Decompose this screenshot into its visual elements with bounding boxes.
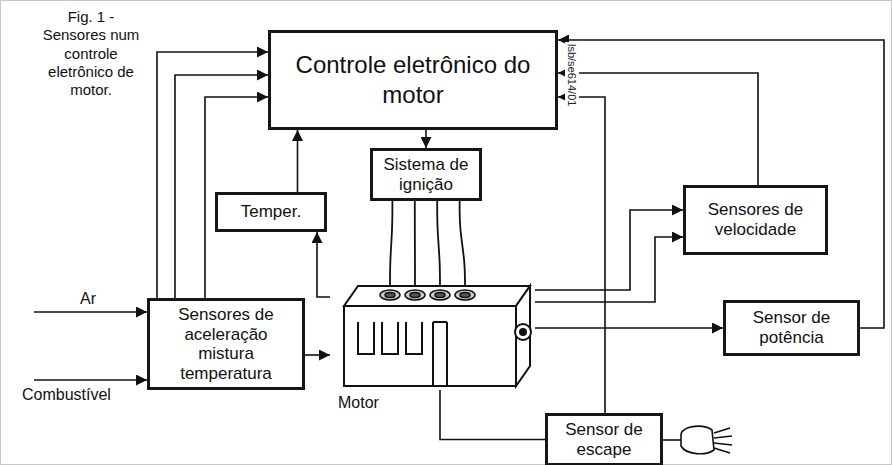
air-label: Ar [80, 290, 96, 308]
signal-arrow [317, 232, 330, 297]
node-text: Motor [338, 394, 379, 412]
signal-arrow [297, 130, 299, 192]
node-text: Sistema de ignição [379, 155, 473, 194]
signal-arrow [175, 75, 268, 298]
engine-illustration [330, 282, 535, 390]
signal-arrow [305, 354, 330, 356]
engine-side-face [516, 286, 530, 386]
fuel-inlet-arrow [34, 379, 147, 381]
signal-arrow [535, 327, 723, 329]
temperature-box: Temper. [215, 192, 327, 232]
spark-plugs [380, 290, 475, 300]
ignition-box: Sistema de ignição [370, 148, 482, 201]
node-text: Sensores de aceleração mistura temperatu… [156, 305, 296, 383]
signal-arrow [558, 97, 605, 413]
engine-shaft [520, 329, 526, 335]
signal-arrow [535, 237, 683, 302]
speed-sensor-box: Sensores de velocidade [683, 185, 828, 255]
exhaust-muffler [663, 426, 732, 454]
engine-front-face [344, 306, 516, 386]
engine-drawing: Motor [330, 282, 535, 390]
node-text: Sensor de escape [554, 420, 654, 459]
ignition-wire [390, 201, 465, 289]
node-text: Sensor de potência [732, 308, 851, 347]
fuel-label: Combustível [22, 386, 111, 404]
signal-arrow [157, 52, 268, 298]
engine-pulley [515, 324, 531, 340]
signal-arrow [535, 210, 683, 290]
node-text: Sensores de velocidade [692, 200, 819, 239]
signal-arrow [440, 390, 545, 440]
air-inlet-arrow [34, 311, 147, 313]
node-text: Controle eletrônico do motor [283, 50, 543, 110]
engine-top-face [344, 286, 530, 306]
manifold-ports [358, 322, 447, 386]
signal-arrow [558, 40, 884, 328]
figure-code: lsb/se614/01 [565, 42, 579, 108]
intake-sensor-box: Sensores de aceleração mistura temperatu… [147, 298, 305, 390]
exhaust-sensor-box: Sensor de escape [545, 413, 663, 465]
node-text: Temper. [241, 202, 301, 222]
signal-arrow [558, 73, 758, 185]
power-sensor-box: Sensor de potência [723, 300, 860, 356]
figure-caption: Fig. 1 - Sensores num controle eletrônic… [35, 8, 147, 99]
signal-arrow [425, 130, 427, 148]
control-unit-box: Controle eletrônico do motor [268, 30, 558, 130]
